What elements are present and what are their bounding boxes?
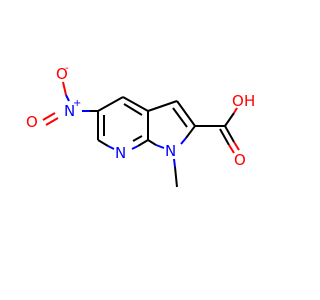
bond-c-o-double-b-red	[228, 144, 235, 154]
bond-c-o-double-a	[224, 125, 235, 143]
bond-n-o-double-b	[42, 112, 56, 121]
bond-o-minus-n-blue	[65, 94, 70, 102]
bond-c3a-c3	[147, 100, 178, 112]
bond-c-oh-red	[233, 107, 238, 114]
bond-n1-ch3	[174, 166, 178, 188]
bond-n7-c6	[97, 139, 109, 147]
bond-n1-ch3-blue	[173, 158, 176, 168]
bond-c-oh	[224, 112, 235, 127]
bond-c4-c3a	[122, 96, 149, 112]
bond-c4-c3a-inner	[123, 103, 143, 116]
bond-c7a-n7	[137, 139, 149, 147]
bond-o-minus-n	[62, 81, 67, 96]
atom-n-methyl: N	[165, 142, 176, 160]
bond-c2-n1-blue	[180, 137, 187, 145]
bond-c5-c4	[97, 96, 124, 112]
bond-n7-c6-blue	[107, 145, 115, 150]
atom-oh-oxygen: O	[232, 92, 244, 110]
bond-c3-c2-inner	[172, 107, 188, 128]
bond-n-o-double-a	[45, 117, 59, 126]
bond-c-o-double-b	[219, 128, 230, 146]
structure-canvas: O - N + O N N O H O	[26, 63, 255, 188]
atom-oh-hydrogen: H	[244, 92, 255, 110]
charge-minus: -	[65, 63, 69, 74]
bond-c2-n1	[185, 125, 196, 139]
atom-o-minus: O	[56, 65, 68, 83]
charge-plus: +	[73, 98, 81, 109]
bond-n1-c7a-blue	[155, 144, 165, 149]
bond-c7a-n7-inner	[132, 135, 143, 142]
bond-c3-c2	[176, 100, 196, 127]
bond-c7a-n7-blue	[131, 145, 139, 150]
atom-n-nitro: N	[64, 102, 75, 120]
bond-c-o-double-a-red	[233, 141, 240, 151]
bond-n1-c7a	[147, 139, 157, 146]
molecule-structure: O - N + O N N O H O	[26, 63, 255, 188]
atom-o-nitro: O	[26, 113, 38, 131]
atom-n-pyridine: N	[115, 144, 126, 162]
atom-o-carbonyl: O	[234, 151, 246, 169]
